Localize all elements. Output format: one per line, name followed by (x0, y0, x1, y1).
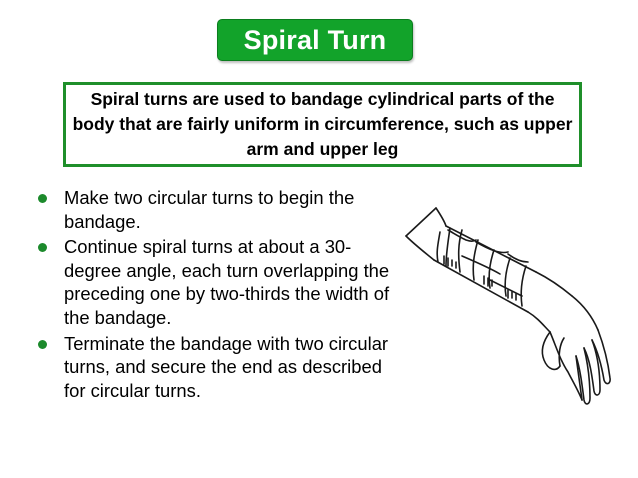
intro-text: Spiral turns are used to bandage cylindr… (72, 89, 573, 159)
slide-title-text: Spiral Turn (243, 24, 387, 55)
bullet-text: Terminate the bandage with two circular … (64, 332, 389, 401)
bullet-icon (38, 339, 47, 349)
bullet-icon (38, 194, 47, 203)
bullet-text: Continue spiral turns at about a 30-degr… (64, 236, 390, 328)
bandaged-arm-icon (405, 207, 611, 405)
bullet-list: Make two circular turns to begin the ban… (34, 186, 394, 404)
bullet-text: Make two circular turns to begin the ban… (64, 187, 355, 232)
bullet-item: Continue spiral turns at about a 30-degr… (34, 235, 394, 329)
bullet-item: Make two circular turns to begin the ban… (34, 186, 394, 233)
bullet-item: Terminate the bandage with two circular … (34, 332, 394, 403)
slide-title: Spiral Turn (217, 19, 413, 61)
intro-box: Spiral turns are used to bandage cylindr… (63, 82, 582, 167)
bullet-icon (38, 243, 47, 253)
